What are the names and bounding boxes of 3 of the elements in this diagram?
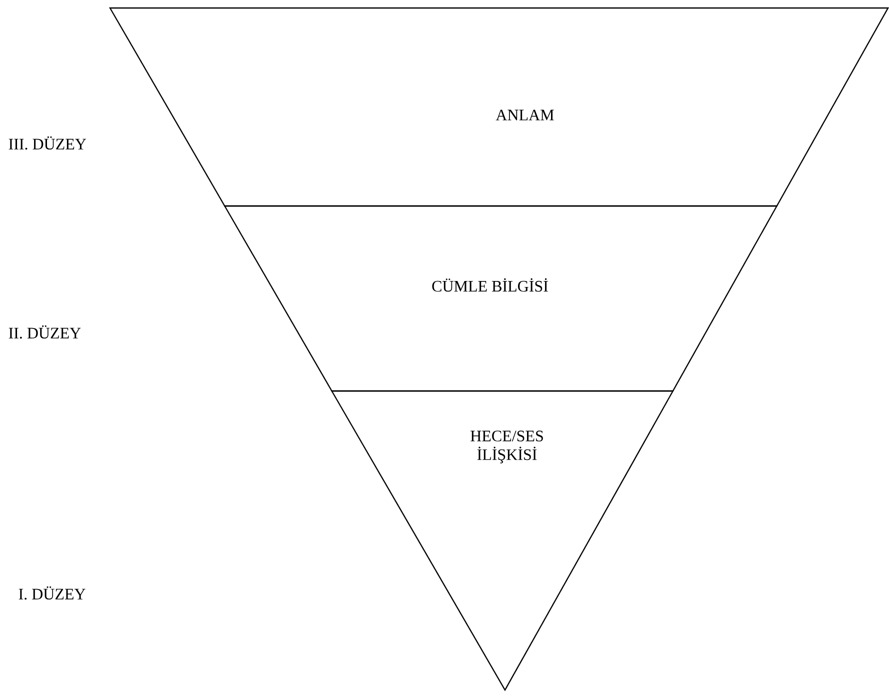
- level-label: II. DÜZEY: [8, 325, 81, 339]
- level-label: III. DÜZEY: [8, 136, 86, 150]
- level-label: I. DÜZEY: [18, 586, 86, 600]
